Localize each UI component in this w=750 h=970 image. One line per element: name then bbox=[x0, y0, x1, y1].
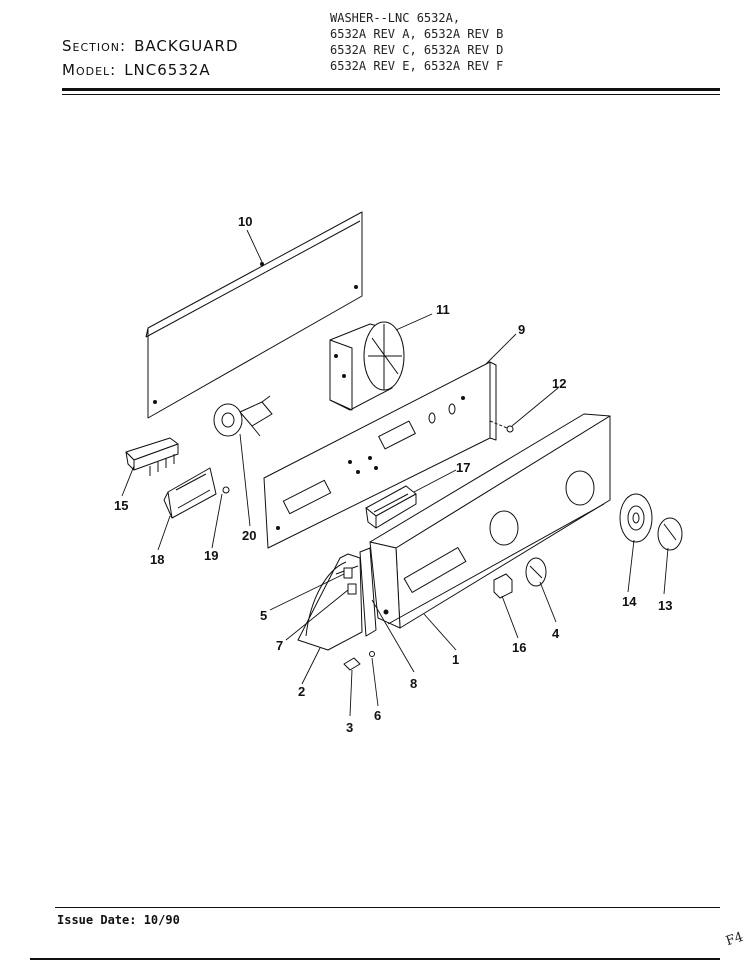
applicability-line: WASHER--LNC 6532A, bbox=[330, 11, 461, 25]
section-label: Section: bbox=[62, 37, 127, 55]
small-bracket-part bbox=[343, 657, 361, 671]
terminal-block-part bbox=[125, 437, 179, 476]
applicability-line: 6532A REV C, 6532A REV D bbox=[330, 43, 504, 57]
section-model-block: Section: BACKGUARD Model: LNC6532A bbox=[62, 34, 239, 82]
clip-5-part bbox=[343, 567, 353, 579]
header-rule-thin bbox=[62, 94, 720, 95]
callout-label: 8 bbox=[410, 676, 417, 691]
screw-6-part bbox=[369, 651, 375, 657]
callout-labels: 10 11 9 12 15 20 17 18 19 5 7 2 3 6 8 1 … bbox=[114, 214, 672, 735]
model-label: Model: bbox=[62, 61, 117, 79]
screw-19-part bbox=[222, 486, 230, 494]
callout-label: 20 bbox=[242, 528, 256, 543]
section-row: Section: BACKGUARD bbox=[62, 34, 239, 58]
screw-part bbox=[489, 420, 514, 433]
issue-date: Issue Date: 10/90 bbox=[57, 913, 180, 927]
callout-label: 18 bbox=[150, 552, 164, 567]
strip-part bbox=[359, 547, 377, 637]
callout-label: 2 bbox=[298, 684, 305, 699]
water-level-switch-part bbox=[213, 395, 273, 437]
clip-7-part bbox=[347, 583, 357, 595]
callout-label: 10 bbox=[238, 214, 252, 229]
callout-label: 4 bbox=[552, 626, 560, 641]
bottom-rule bbox=[30, 958, 720, 960]
timer-motor-part bbox=[329, 321, 405, 411]
applicability-list: WASHER--LNC 6532A, 6532A REV A, 6532A RE… bbox=[330, 10, 503, 74]
applicability-line: 6532A REV E, 6532A REV F bbox=[330, 59, 504, 73]
model-row: Model: LNC6532A bbox=[62, 58, 239, 82]
callout-label: 19 bbox=[204, 548, 218, 563]
callout-label: 14 bbox=[622, 594, 637, 609]
panel-insert-part bbox=[365, 485, 417, 529]
callout-label: 1 bbox=[452, 652, 459, 667]
backguard-console-part bbox=[369, 413, 611, 629]
callout-label: 15 bbox=[114, 498, 128, 513]
dial-part bbox=[619, 493, 653, 543]
control-panel-part bbox=[263, 361, 497, 549]
callout-label: 9 bbox=[518, 322, 525, 337]
section-value: BACKGUARD bbox=[134, 37, 239, 55]
leader-lines bbox=[121, 229, 669, 717]
top-panel-part bbox=[145, 211, 363, 419]
callout-label: 12 bbox=[552, 376, 566, 391]
callout-label: 16 bbox=[512, 640, 526, 655]
callout-label: 3 bbox=[346, 720, 353, 735]
callout-label: 7 bbox=[276, 638, 283, 653]
callout-label: 6 bbox=[374, 708, 381, 723]
callout-label: 11 bbox=[436, 302, 450, 317]
bracket-part bbox=[163, 467, 217, 519]
plug-part bbox=[493, 573, 513, 599]
footer-rule bbox=[55, 907, 720, 908]
knob-13-part bbox=[657, 517, 683, 551]
header-rule-thick bbox=[62, 88, 720, 91]
knob-4-part bbox=[525, 557, 547, 587]
model-value: LNC6532A bbox=[124, 61, 211, 79]
callout-label: 13 bbox=[658, 598, 672, 613]
applicability-line: 6532A REV A, 6532A REV B bbox=[330, 27, 504, 41]
callout-label: 17 bbox=[456, 460, 470, 475]
callout-label: 5 bbox=[260, 608, 267, 623]
